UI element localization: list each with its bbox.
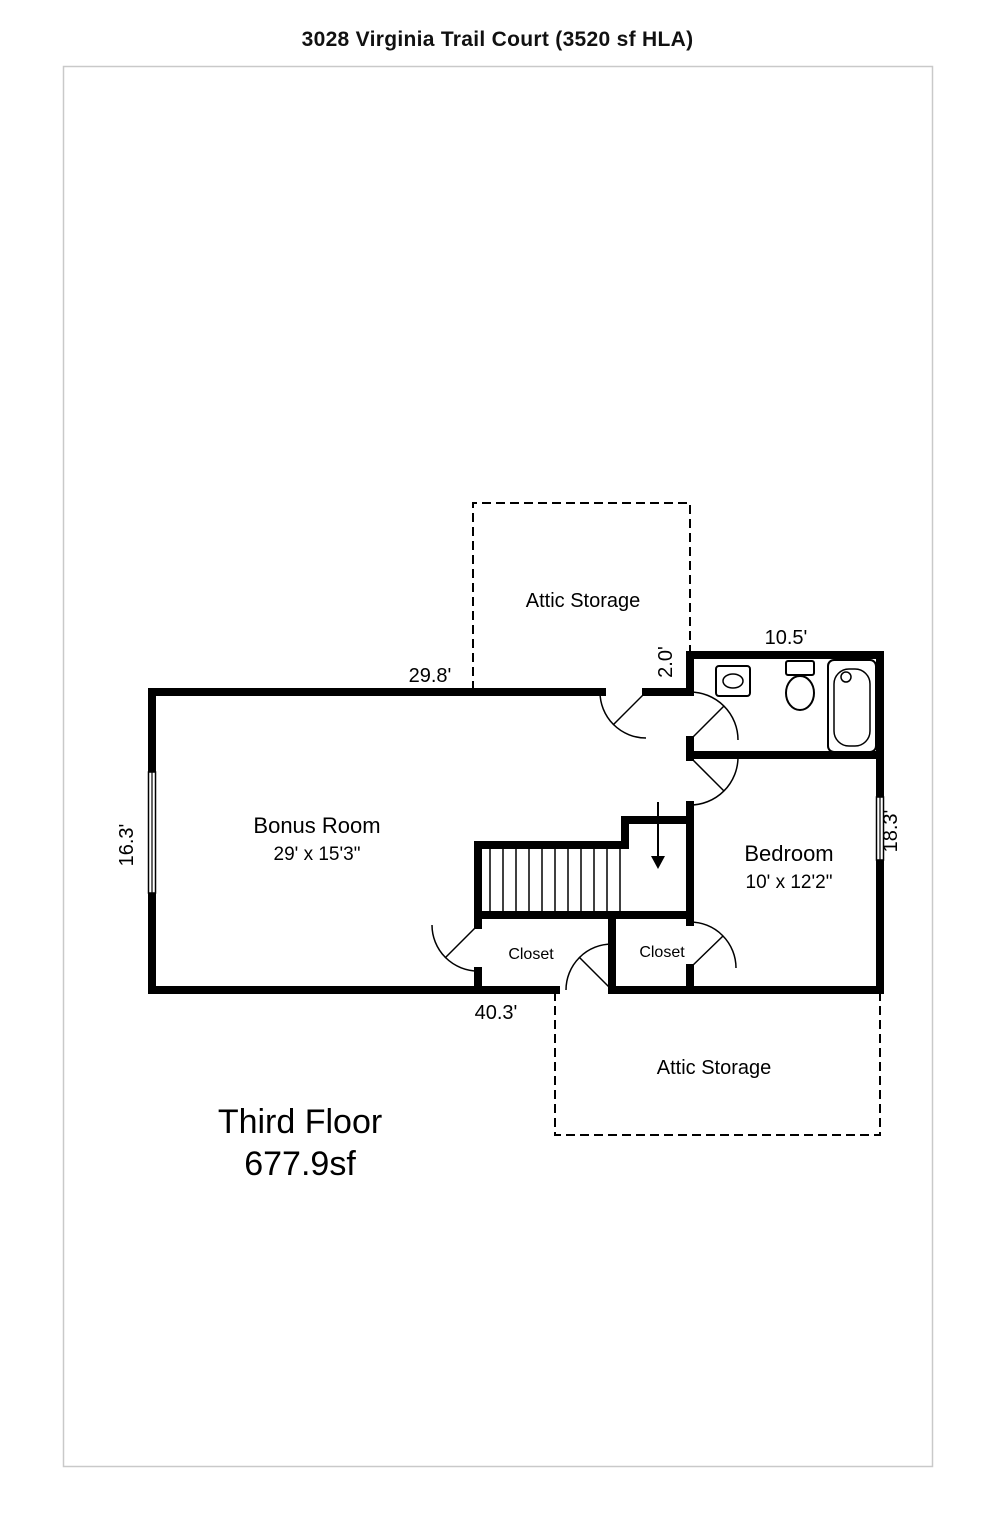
floor-area: 677.9sf (244, 1145, 356, 1183)
closet-right-label: Closet (639, 944, 685, 961)
wall-right-outline (608, 651, 884, 994)
bedroom-dims: 10' x 12'2" (746, 872, 833, 893)
page-border (62, 65, 934, 1468)
dim-bath-width: 10.5' (765, 627, 808, 649)
doors (431, 691, 739, 991)
toilet-icon (785, 660, 815, 711)
attic-storage-top-label: Attic Storage (526, 590, 641, 612)
door-bedroom (689, 756, 739, 806)
bedroom-label: Bedroom (744, 841, 833, 866)
stair-steps (489, 849, 621, 911)
door-bathroom (689, 691, 739, 741)
attic-bottom-outline (554, 992, 881, 1136)
sink-icon (715, 665, 751, 697)
bonus-room-label: Bonus Room (253, 813, 380, 838)
stair-arrow-head-down (651, 856, 665, 869)
page-title: 3028 Virginia Trail Court (3520 sf HLA) (301, 28, 694, 51)
floor-name: Third Floor (218, 1103, 382, 1141)
staircase (489, 802, 665, 911)
door-closet-left (431, 924, 479, 972)
attic-outlines (472, 502, 881, 1136)
dim-left-height: 16.3' (116, 824, 138, 867)
dim-right-height: 18.3' (880, 810, 902, 853)
dim-top-width: 29.8' (409, 665, 452, 687)
bathroom-fixtures (715, 659, 877, 753)
door-hall-top (599, 691, 647, 739)
closet-left-label: Closet (508, 946, 554, 963)
bonus-room-dims: 29' x 15'3" (274, 844, 361, 865)
door-closet-right (689, 921, 737, 969)
bathtub-icon (827, 659, 877, 753)
dim-bath-offset: 2.0' (655, 646, 677, 678)
attic-top-outline (472, 502, 691, 690)
windows (146, 771, 886, 894)
walls (148, 651, 884, 994)
dim-bottom-width: 40.3' (475, 1002, 518, 1024)
attic-storage-bottom-label: Attic Storage (657, 1057, 772, 1079)
door-bottom-entry (565, 943, 613, 991)
